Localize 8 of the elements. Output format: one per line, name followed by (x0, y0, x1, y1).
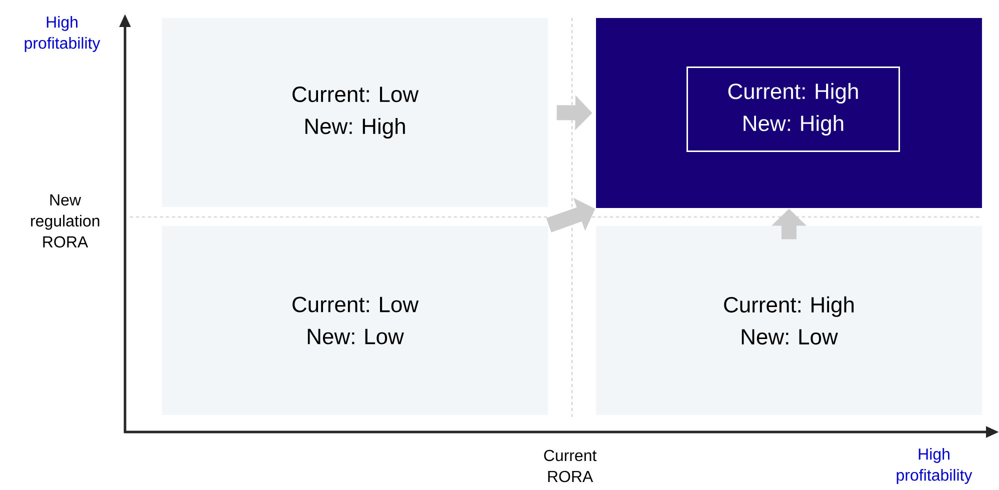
quadrant-box: Current: Low New: Low (162, 226, 548, 415)
axis-label: New regulation RORA (31, 194, 100, 248)
quadrant-box: Current: Low New: High (162, 18, 548, 207)
quadrant-box: Current: High New: Low (596, 226, 982, 415)
axis-label: High profitability (896, 448, 972, 484)
axis-label: High profitability (24, 16, 100, 52)
highlight-box: Current: High New: High (686, 66, 900, 152)
axis-label: Current RORA (544, 450, 597, 482)
